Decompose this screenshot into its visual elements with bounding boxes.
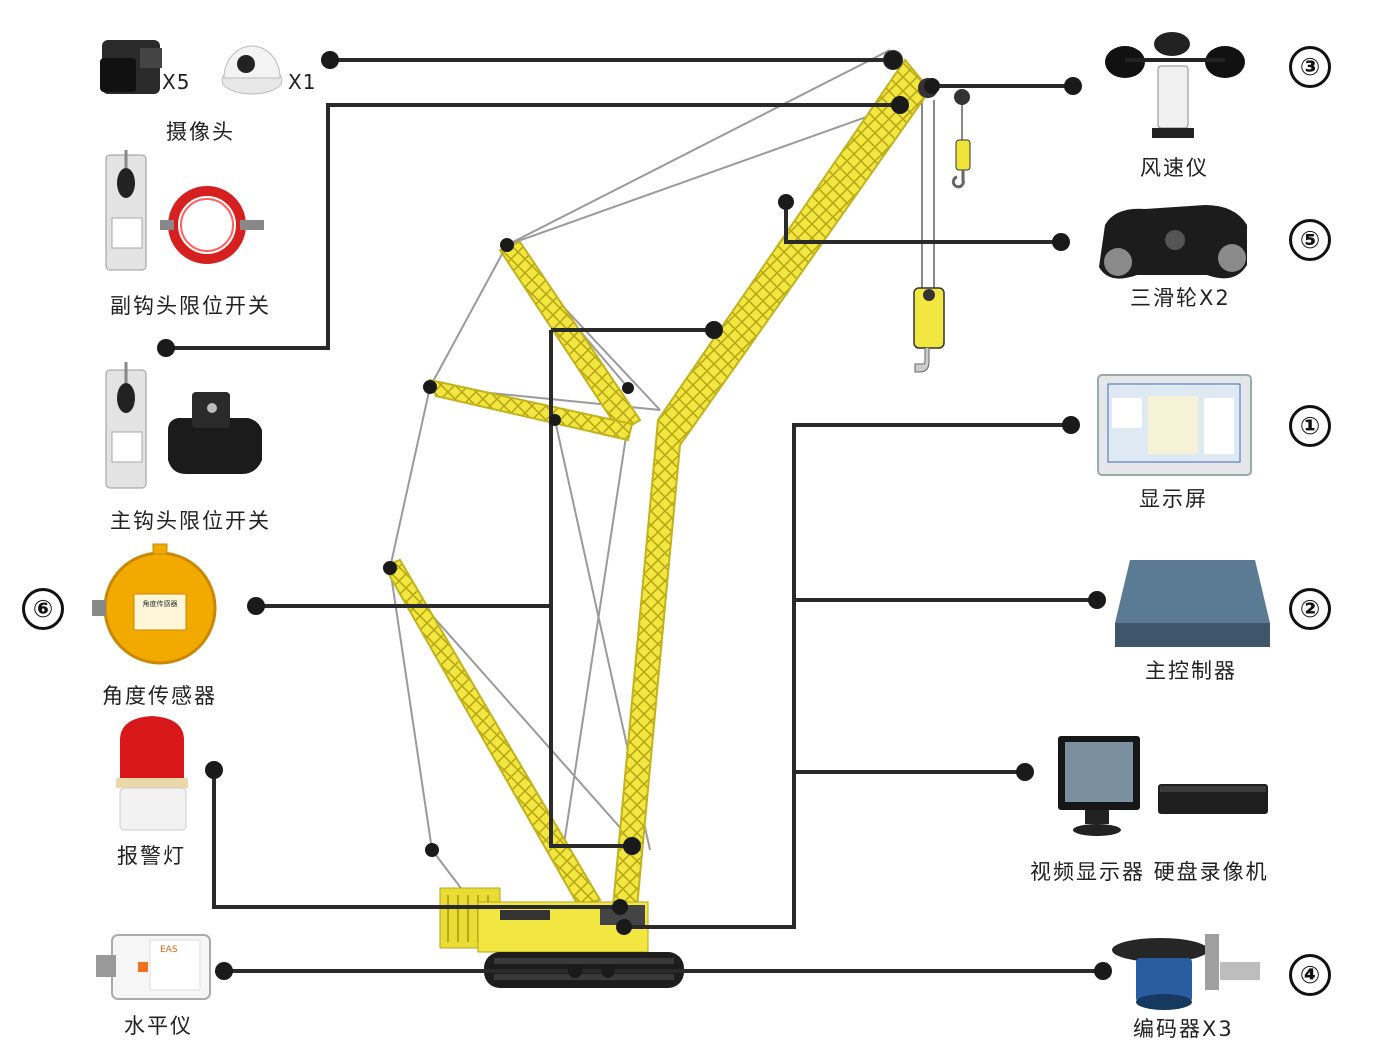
number-badge-2: ②	[1289, 588, 1331, 630]
video-label: 视频显示器 硬盘录像机	[1030, 860, 1269, 884]
video-monitor-icon	[1058, 736, 1140, 836]
alarm-light-label: 报警灯	[117, 844, 186, 868]
number-badge-4: ④	[1289, 954, 1331, 996]
display-screen-icon	[1097, 374, 1252, 476]
anemometer-label: 风速仪	[1140, 156, 1209, 180]
aux-hook-limit-switch-icon	[105, 150, 264, 271]
pulley-label: 三滑轮X2	[1130, 286, 1231, 310]
encoder-label: 编码器X3	[1133, 1017, 1234, 1041]
main-hook-limit-switch-icon	[105, 362, 262, 489]
inclinometer-label: 水平仪	[124, 1014, 193, 1038]
angle-sensor-label: 角度传感器	[102, 684, 217, 708]
controller-label: 主控制器	[1145, 659, 1237, 683]
connector-lines	[166, 58, 1103, 973]
camera-label: 摄像头	[166, 120, 235, 144]
pulley-icon	[1099, 205, 1247, 279]
alarm-light-icon	[116, 716, 188, 831]
dome-camera-icon	[221, 45, 283, 95]
encoder-icon	[1112, 934, 1260, 1010]
camera-bullet-qty: X5	[162, 70, 191, 94]
anemometer-icon	[1105, 32, 1245, 138]
hoist-ropes	[921, 100, 963, 290]
crawler-crane	[382, 49, 971, 988]
angle-sensor-device-text: 角度传感器	[143, 599, 178, 608]
connector-dots	[157, 51, 1112, 980]
angle-sensor-icon: 角度传感器	[92, 543, 217, 665]
bullet-camera-icon	[100, 40, 162, 94]
aux-hook-limit-label: 副钩头限位开关	[110, 294, 271, 318]
back-mast	[382, 558, 602, 907]
display-label: 显示屏	[1139, 487, 1208, 511]
main-hook-limit-label: 主钩头限位开关	[110, 509, 271, 533]
inclinometer-device-text: EAS	[160, 945, 178, 955]
camera-dome-qty: X1	[288, 70, 317, 94]
number-badge-5: ⑤	[1289, 219, 1331, 261]
inclinometer-icon: EAS	[96, 934, 211, 1000]
dvr-icon	[1158, 784, 1268, 814]
number-badge-1: ①	[1289, 405, 1331, 447]
main-boom	[610, 58, 932, 919]
number-badge-3: ③	[1289, 46, 1331, 88]
main-controller-icon	[1115, 560, 1270, 647]
number-badge-6: ⑥	[22, 588, 64, 630]
